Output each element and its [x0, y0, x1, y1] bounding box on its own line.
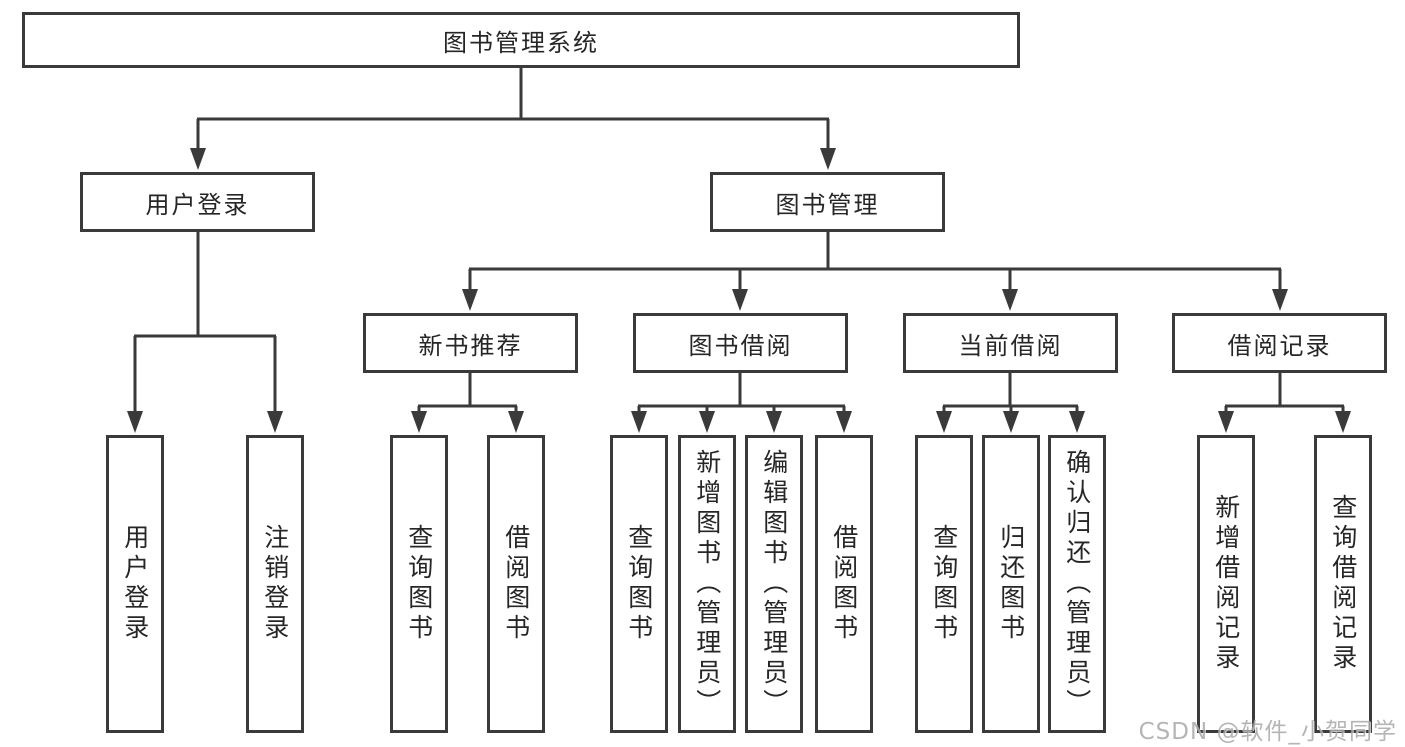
leaf-borrow-add-books-admin: 新增图书（管理员） — [678, 435, 736, 733]
arrowhead — [631, 411, 647, 433]
arrowhead — [411, 411, 427, 433]
leaf-current-query-books: 查询图书 — [915, 435, 973, 733]
leaf-borrow-query-books: 查询图书 — [610, 435, 668, 733]
leaf-current-return-books: 归还图书 — [982, 435, 1040, 733]
arrowhead — [1002, 289, 1018, 311]
csdn-watermark: CSDN @软件_小贺同学 — [1138, 719, 1397, 745]
arrowhead — [1335, 411, 1351, 433]
leaf-newrec-query-books: 查询图书 — [390, 435, 448, 733]
node-book-borrow: 图书借阅 — [633, 313, 848, 373]
connector-current-to-leaves — [942, 373, 1079, 413]
connector-userlogin-to-leaves — [133, 232, 277, 413]
connector-newrec-to-leaves — [417, 373, 518, 413]
node-borrow-records: 借阅记录 — [1172, 313, 1387, 373]
node-book-management: 图书管理 — [710, 172, 945, 232]
node-current-borrow: 当前借阅 — [903, 313, 1118, 373]
leaf-user-login: 用户登录 — [106, 435, 164, 733]
arrowhead — [508, 411, 524, 433]
node-root-title: 图书管理系统 — [22, 12, 1020, 68]
arrowhead — [766, 411, 782, 433]
connector-bookmgmt-to-level3 — [468, 232, 1282, 291]
arrowhead — [1272, 289, 1288, 311]
arrowhead — [1069, 411, 1085, 433]
leaf-logout: 注销登录 — [246, 435, 304, 733]
node-new-book-recommend: 新书推荐 — [363, 313, 578, 373]
leaf-records-add-record: 新增借阅记录 — [1197, 435, 1255, 733]
arrowhead — [127, 411, 143, 433]
arrowhead — [699, 411, 715, 433]
leaf-newrec-borrow-books: 借阅图书 — [487, 435, 545, 733]
connector-root-to-level2 — [196, 66, 830, 150]
connector-borrow-to-leaves — [637, 373, 846, 413]
arrowhead — [1218, 411, 1234, 433]
arrowhead — [836, 411, 852, 433]
node-user-login: 用户登录 — [80, 172, 315, 232]
arrowhead — [936, 411, 952, 433]
arrowhead — [820, 148, 836, 170]
leaf-borrow-borrow-books: 借阅图书 — [815, 435, 873, 733]
leaf-borrow-edit-books-admin: 编辑图书（管理员） — [745, 435, 803, 733]
arrowhead — [267, 411, 283, 433]
arrowhead — [462, 289, 478, 311]
arrowhead — [732, 289, 748, 311]
arrowhead — [190, 148, 206, 170]
connector-records-to-leaves — [1224, 373, 1345, 413]
leaf-current-confirm-return-admin: 确认归还（管理员） — [1048, 435, 1106, 733]
arrowhead — [1003, 411, 1019, 433]
leaf-records-query-record: 查询借阅记录 — [1314, 435, 1372, 733]
